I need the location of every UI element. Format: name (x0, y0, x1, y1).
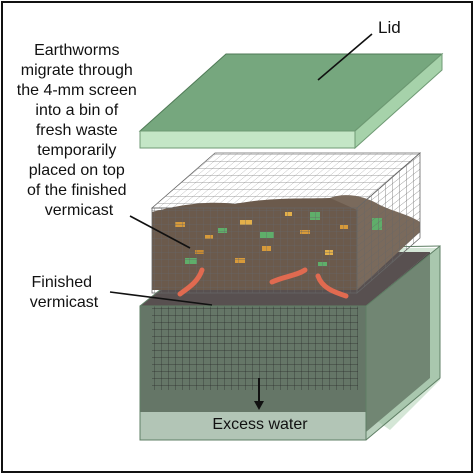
label-excess-water: Excess water (212, 378, 308, 433)
finished-vermicast-label-line: vermicast (30, 294, 99, 311)
lid-top-face (138, 53, 444, 132)
earthworms-label-line: migrate through (21, 62, 133, 79)
lid-label: Lid (378, 18, 401, 37)
excess-water-arrow-head (254, 401, 264, 410)
earthworms-label-line: of the finished (27, 182, 127, 199)
earthworms-label-line: the 4-mm screen (17, 82, 137, 99)
lid-side-face (354, 52, 443, 150)
earthworms-label-line: fresh waste (36, 122, 118, 139)
mesh-front (151, 207, 358, 294)
excess-water-label: Excess water (212, 416, 308, 433)
mesh-side (356, 152, 421, 294)
earthworm (315, 273, 349, 299)
lid-front-face (139, 130, 356, 149)
earthworms (177, 267, 349, 299)
finished-vermicast-label-line: Finished (32, 274, 92, 291)
upper-mesh-bin (150, 152, 422, 294)
earthworms-label-line: temporarily (37, 142, 116, 159)
earthworms-label: Earthworms migrate through the 4-mm scre… (17, 42, 142, 219)
earthworms-label-line: into a bin of (35, 102, 118, 119)
earthworms-label-line: Earthworms (34, 42, 119, 59)
label-lid: Lid (317, 18, 401, 81)
earthworms-leader-line (129, 215, 191, 249)
bin-side-wall (366, 246, 440, 440)
earthworm (177, 267, 205, 297)
finished-vermicast-label: Finished vermicast (30, 274, 99, 311)
lid-leader-line (317, 33, 373, 81)
earthworms-label-line: placed on top (29, 162, 125, 179)
finished-vermicast-leader-line (109, 291, 213, 306)
earthworm (269, 267, 308, 285)
label-earthworms: Earthworms migrate through the 4-mm scre… (17, 42, 191, 249)
bin-screen-mesh (152, 306, 358, 390)
label-finished-vermicast: Finished vermicast (30, 274, 213, 311)
lid (138, 52, 444, 150)
earthworms-label-line: vermicast (45, 202, 114, 219)
